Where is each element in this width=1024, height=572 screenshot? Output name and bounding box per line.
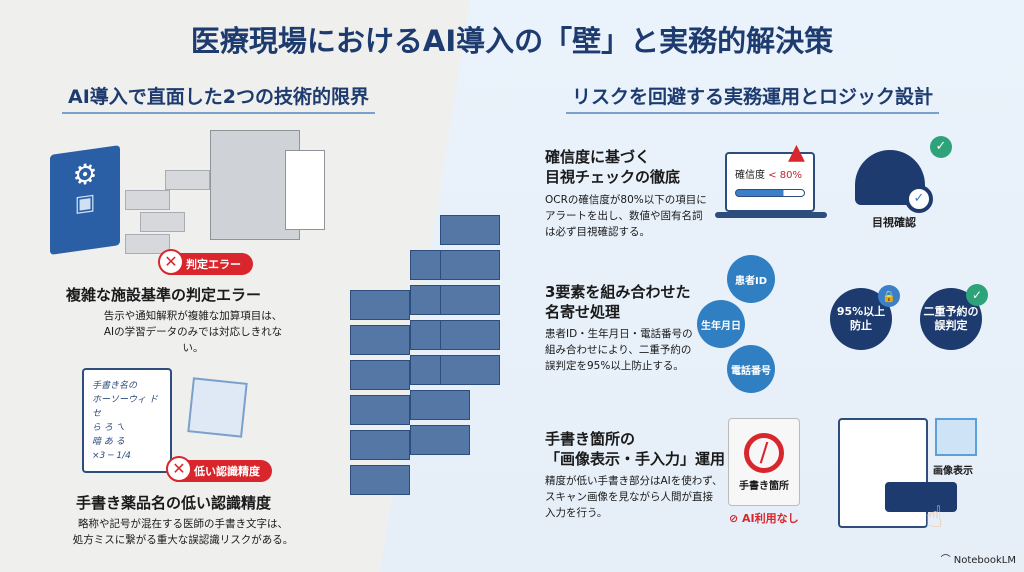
check-icon: ✓ xyxy=(930,136,952,158)
handwritten-label: 手書き箇所 xyxy=(739,481,789,492)
scanned-text-icon xyxy=(187,377,248,438)
right-subtitle: リスクを回避する実務運用とロジック設計 xyxy=(566,82,940,114)
confidence-bar xyxy=(735,189,805,197)
page-title: 医療現場におけるAI導入の「壁」と実務的解決策 xyxy=(190,24,834,58)
magnifier-check-icon: ✓ xyxy=(905,185,933,213)
brick-icon xyxy=(165,170,210,190)
prohibited-icon: / xyxy=(744,433,784,473)
visual-check-label: 目視確認 xyxy=(872,216,916,229)
image-icon xyxy=(935,418,977,456)
left-subtitle: AI導入で直面した2つの技術的限界 xyxy=(62,82,375,114)
keyboard-icon xyxy=(885,482,957,512)
low-accuracy-badge: ✕低い認識精度 xyxy=(166,456,272,482)
left-item-body: 告示や通知解釈が複雑な加算項目は、AIの学習データのみでは対応しきれない。 xyxy=(103,310,283,354)
confidence-label: 確信度 xyxy=(735,170,765,181)
right-item-body: OCRの確信度が80%以下の項目にアラートを出し、数値や固有名詞は必ず目視確認す… xyxy=(545,194,707,238)
patient-id-circle: 患者ID xyxy=(727,255,775,303)
left-item-heading: 複雑な施設基準の判定エラー xyxy=(66,286,262,304)
error-badge: ✕判定エラー xyxy=(158,249,253,275)
right-item-heading: 3要素を組み合わせた名寄せ処理 xyxy=(545,283,691,321)
notebooklm-watermark: ⌒ NotebookLM xyxy=(940,555,1016,566)
warning-icon: ▲ xyxy=(788,140,805,165)
threshold-label: < 80% xyxy=(768,170,802,181)
handwritten-prescription-icon: 手書き名のホーソーウィ ドセら ろ ㄟ暗 あ る×3 ─ 1/4 xyxy=(82,368,172,473)
left-item-body: 略称や記号が混在する医師の手書き文字は、処方ミスに繋がる重大な誤認識リスクがある… xyxy=(72,518,294,546)
right-item-heading: 確信度に基づく目視チェックの徹底 xyxy=(545,148,681,186)
brick-icon xyxy=(125,190,170,210)
laptop-icon: 確信度 < 80% xyxy=(725,152,815,212)
lock-icon: 🔒 xyxy=(878,285,900,307)
ai-chip-cube-icon: ⚙ ▣ xyxy=(50,145,120,255)
x-icon: ✕ xyxy=(158,249,184,275)
brick-icon xyxy=(140,212,185,232)
right-item-heading: 手書き箇所の「画像表示・手入力」運用 xyxy=(545,430,726,468)
document-icon xyxy=(285,150,325,230)
birthdate-circle: 生年月日 xyxy=(697,300,745,348)
left-item-heading: 手書き薬品名の低い認識精度 xyxy=(76,494,272,512)
handwritten-doc-icon: / 手書き箇所 xyxy=(728,418,800,506)
right-item-body: 患者ID・生年月日・電話番号の組み合わせにより、二重予約の誤判定を95%以上防止… xyxy=(545,328,693,372)
phone-number-circle: 電話番号 xyxy=(727,345,775,393)
hand-pointer-icon: ☝ xyxy=(925,500,944,535)
double-booking-circle: 二重予約の誤判定 xyxy=(920,288,982,350)
x-icon: ✕ xyxy=(166,456,192,482)
laptop-base xyxy=(715,212,827,218)
image-display-label: 画像表示 xyxy=(933,466,973,477)
no-ai-label: ⊘ AI利用なし xyxy=(729,512,799,525)
check-icon: ✓ xyxy=(966,284,988,306)
right-item-body: 精度が低い手書き部分はAIを使わず、スキャン画像を見ながら人間が直接入力を行う。 xyxy=(545,475,723,519)
brick-icon xyxy=(125,234,170,254)
